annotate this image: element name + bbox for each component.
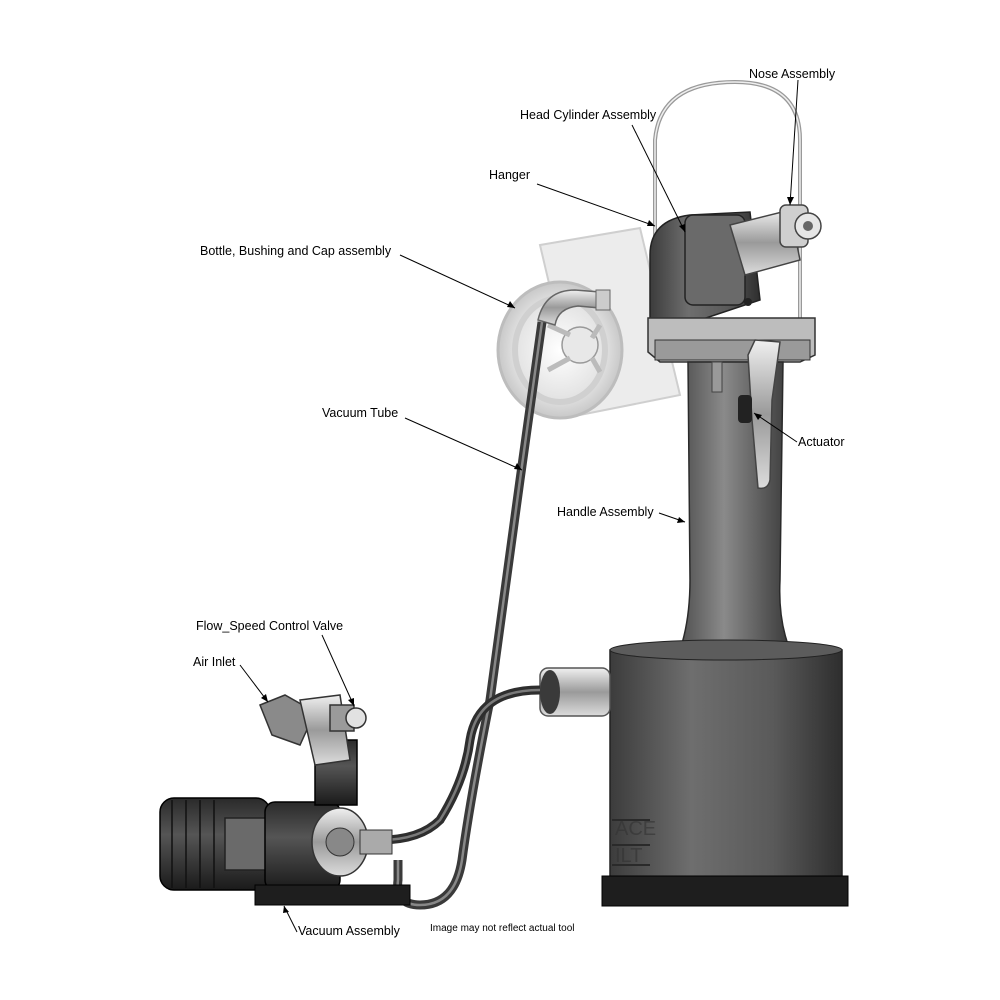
label-air-inlet: Air Inlet <box>193 655 236 669</box>
actuator-trigger <box>711 339 781 490</box>
head-cylinder-assembly <box>647 204 822 363</box>
label-hanger: Hanger <box>489 168 530 182</box>
body-port-fitting <box>539 667 611 717</box>
air-hose <box>379 685 541 845</box>
leader-arrowheads <box>261 197 794 913</box>
svg-text:ILT: ILT <box>615 845 642 867</box>
label-bottle-bushing-cap-assembly: Bottle, Bushing and Cap assembly <box>200 244 392 258</box>
vacuum-assembly <box>159 739 411 906</box>
label-vacuum-assembly: Vacuum Assembly <box>298 924 400 938</box>
label-handle-assembly: Handle Assembly <box>557 505 654 519</box>
label-flow-speed-control-valve: Flow_Speed Control Valve <box>196 619 344 633</box>
svg-text:ACE: ACE <box>615 818 656 840</box>
label-nose-assembly: Nose Assembly <box>749 67 836 81</box>
label-head-cylinder-assembly: Head Cylinder Assembly <box>520 108 657 122</box>
disclaimer-note: Image may not reflect actual tool <box>430 923 575 934</box>
vacuum-tube <box>393 321 547 910</box>
label-actuator: Actuator <box>798 435 845 449</box>
flow-speed-control-valve <box>329 704 367 732</box>
label-vacuum-tube: Vacuum Tube <box>322 406 399 420</box>
